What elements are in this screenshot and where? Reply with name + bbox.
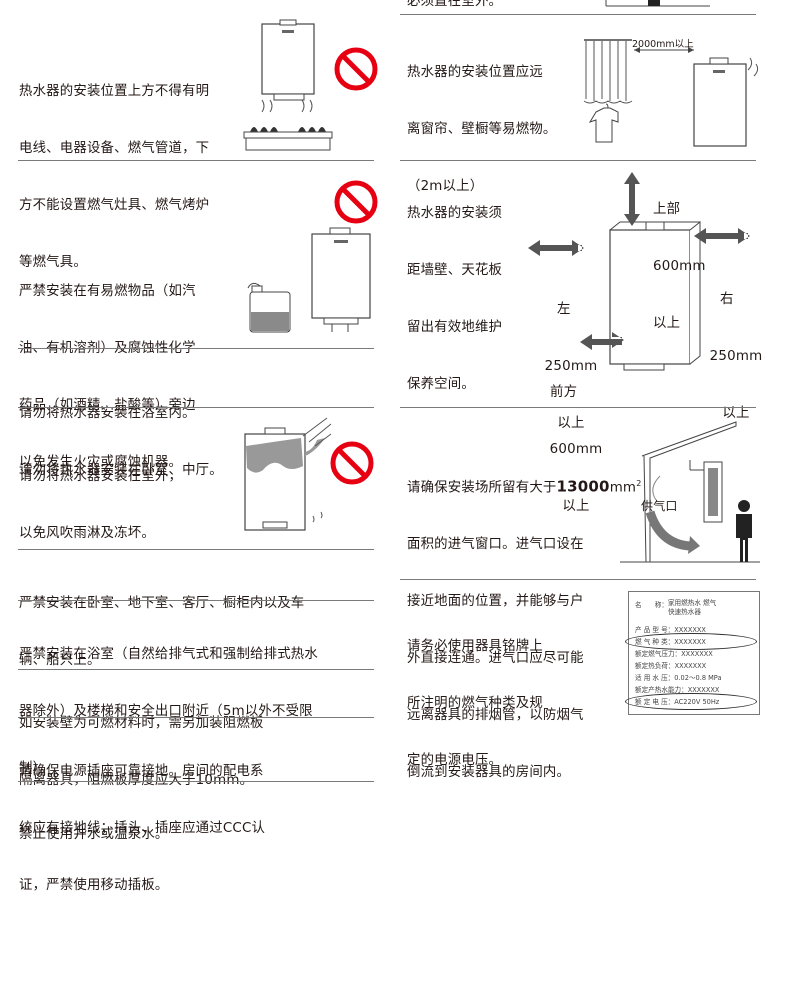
curtain-distance-illustration: 2000mm以上 [583, 39, 759, 147]
nameplate-row: 产 品 型 号：XXXXXXX [635, 626, 706, 634]
air-inlet-label: 供气口 [641, 499, 678, 513]
front-clearance-label: 前方 600mm 以上 [549, 385, 603, 514]
divider [18, 717, 374, 718]
right-top-cut-text: 必须置在室外。 [407, 0, 503, 9]
divider [400, 407, 756, 408]
top-cut-illustration [605, 0, 710, 7]
nameplate: 名 称：家用燃热水 燃气快速热水器 产 品 型 号：XXXXXXX 燃 气 种 … [625, 591, 760, 715]
divider [18, 407, 374, 408]
distance-label: 2000mm以上 [632, 39, 694, 50]
nameplate-row: 名 称：家用燃热水 燃气快速热水器 [635, 599, 717, 616]
left-section-4-text: 请勿将热水器安装在室外， 以免风吹雨淋及冻坏。 [19, 469, 183, 541]
left-section-3-text: 请勿将热水器安装在浴室内。 请勿将热水器安装在卧室、中厅。 [19, 406, 223, 478]
voltage-highlight-ellipse [625, 693, 757, 710]
water-heater-illustration [311, 227, 371, 332]
right-section-3-text: 请确保安装场所留有大于13000mm2 面积的进气窗口。进气口设在 接近地面的位… [407, 477, 642, 781]
divider [18, 781, 374, 782]
divider [18, 160, 374, 161]
divider [400, 14, 756, 15]
left-section-6-text: 严禁安装在浴室（自然给排气式和强制给排式热水 器除外）及楼梯和安全出口附近（5m… [19, 647, 318, 776]
left-section-1-text: 热水器的安装位置上方不得有明 电线、电器设备、燃气管道，下 方不能设置燃气灶具、… [19, 84, 210, 270]
divider [400, 160, 756, 161]
right-clearance-label: 右 250mm 以上 [709, 292, 763, 421]
left-section-7-text: 如安装壁为可燃材料时，需另加装阻燃板 隔离器具，阻燃板厚度应大于10mm。 [19, 716, 264, 788]
nameplate-row: 适 用 水 压：0.02～0.8 MPa [635, 674, 722, 682]
heater-over-stove-illustration [243, 19, 333, 151]
left-section-8-text: 请确保电源插座可靠接地。房间的配电系 统应有接地线；插头、插座应通过CCC认 证… [19, 764, 266, 893]
chemical-container-illustration [247, 282, 291, 333]
right-section-2-text: 热水器的安装须 距墙壁、天花板 留出有效地维护 保养空间。 [407, 206, 503, 392]
clearance-diagram [528, 172, 750, 371]
divider [18, 348, 374, 349]
left-clearance-label: 左 250mm 以上 [544, 302, 598, 431]
divider [18, 549, 374, 550]
right-section-1-text: 热水器的安装位置应远 离窗帘、壁橱等易燃物。 （2m以上） [407, 65, 557, 194]
nameplate-row: 额定燃气压力：XXXXXXX [635, 650, 713, 658]
left-section-9-text: 禁止使用井水或温泉水。 [19, 827, 169, 842]
divider [18, 669, 374, 670]
left-section-5-text: 严禁安装在卧室、地下室、客厅、橱柜内以及车 辆、船只上。 [19, 596, 305, 668]
air-inlet-diagram [620, 421, 760, 563]
prohibited-icon [330, 441, 374, 485]
top-clearance-label: 上部 600mm 以上 [653, 202, 706, 331]
divider [400, 579, 756, 580]
prohibited-icon [334, 180, 378, 224]
nameplate-row: 额定产热水能力：XXXXXXX [635, 686, 720, 694]
nameplate-row: 额定热负荷：XXXXXXX [635, 662, 707, 670]
prohibited-icon [334, 47, 378, 91]
gas-type-highlight-ellipse [625, 633, 757, 650]
right-section-4-text: 请务必使用器具铭牌上 所注明的燃气种类及规 定的电源电压。 [407, 639, 543, 768]
outdoor-heater-rain-illustration [244, 417, 332, 531]
divider [18, 600, 374, 601]
